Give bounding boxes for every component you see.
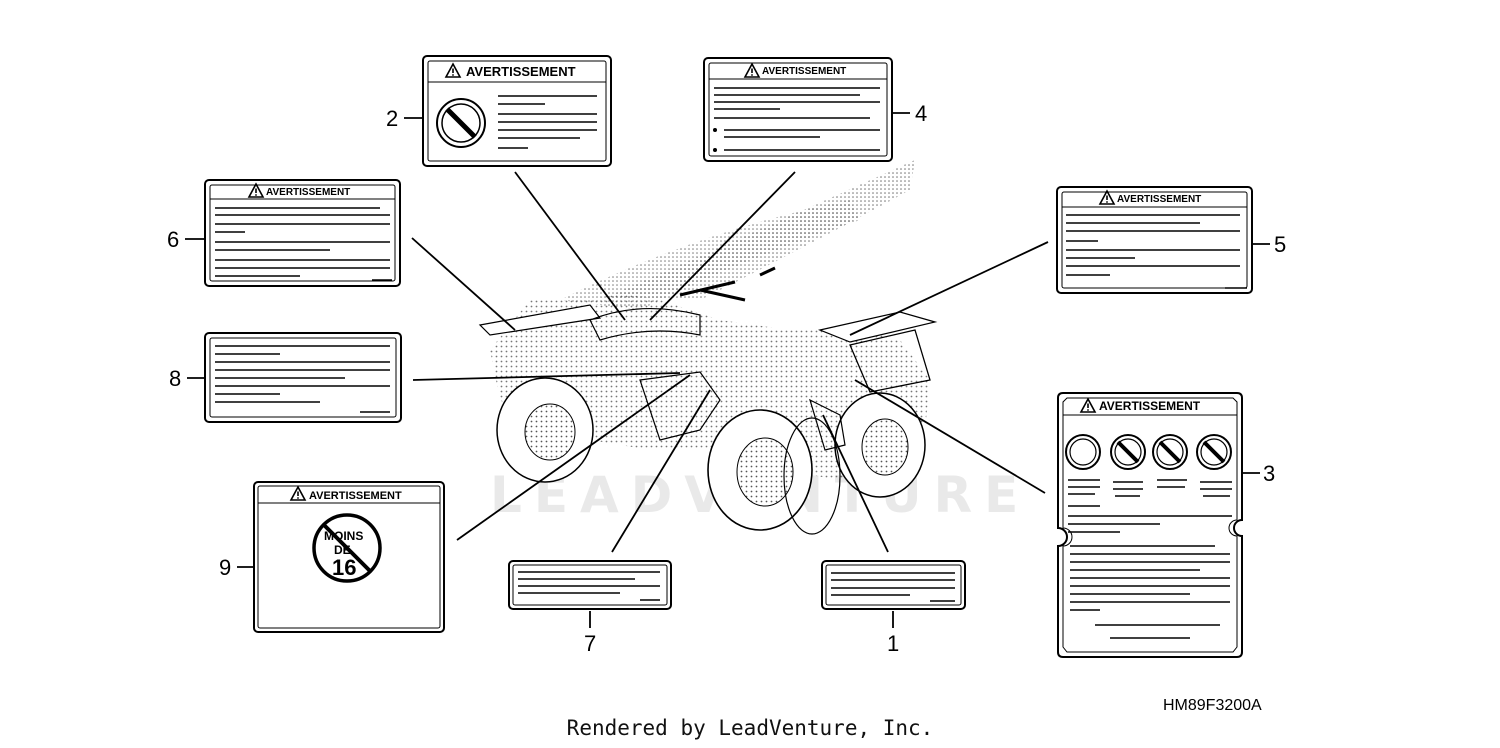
footer-credit: Rendered by LeadVenture, Inc.: [566, 716, 934, 740]
prohibition-icon: [1152, 434, 1188, 470]
label-1: [821, 560, 966, 610]
diagram-code: HM89F3200A: [1163, 697, 1262, 714]
svg-text:AVERTISSEMENT: AVERTISSEMENT: [466, 64, 576, 79]
leader-lines: [185, 112, 1270, 628]
prohibition-icon: [1065, 434, 1101, 470]
svg-text:AVERTISSEMENT: AVERTISSEMENT: [1117, 194, 1201, 205]
callout-1: 1: [887, 631, 899, 656]
label-7: [508, 560, 672, 610]
callout-9: 9: [219, 555, 231, 580]
callout-numbers: 2 4 6 5 8 3 9 7 1: [167, 101, 1286, 656]
callout-2: 2: [386, 106, 398, 131]
label-9: AVERTISSEMENT MOINS DE 16: [253, 481, 445, 633]
callout-4: 4: [915, 101, 927, 126]
callout-8: 8: [169, 366, 181, 391]
label-3: AVERTISSEMENT: [1057, 392, 1243, 658]
prohibition-icon: [1196, 434, 1232, 470]
svg-text:AVERTISSEMENT: AVERTISSEMENT: [1099, 399, 1201, 413]
callout-5: 5: [1274, 232, 1286, 257]
callout-3: 3: [1263, 461, 1275, 486]
label-6: AVERTISSEMENT: [204, 179, 401, 287]
callout-6: 6: [167, 227, 179, 252]
svg-text:AVERTISSEMENT: AVERTISSEMENT: [309, 490, 402, 502]
atv-illustration: [478, 160, 938, 535]
age-prohibition-icon: MOINS DE 16: [312, 513, 382, 583]
label-5: AVERTISSEMENT: [1056, 186, 1253, 294]
callout-7: 7: [584, 631, 596, 656]
label-2: AVERTISSEMENT: [422, 55, 612, 167]
label-4: AVERTISSEMENT: [703, 57, 893, 162]
age-line-3: 16: [332, 555, 356, 580]
svg-text:AVERTISSEMENT: AVERTISSEMENT: [266, 187, 350, 198]
svg-text:AVERTISSEMENT: AVERTISSEMENT: [762, 66, 846, 77]
prohibition-icon: [436, 98, 486, 148]
label-8: [204, 332, 402, 423]
prohibition-icon: [1110, 434, 1146, 470]
